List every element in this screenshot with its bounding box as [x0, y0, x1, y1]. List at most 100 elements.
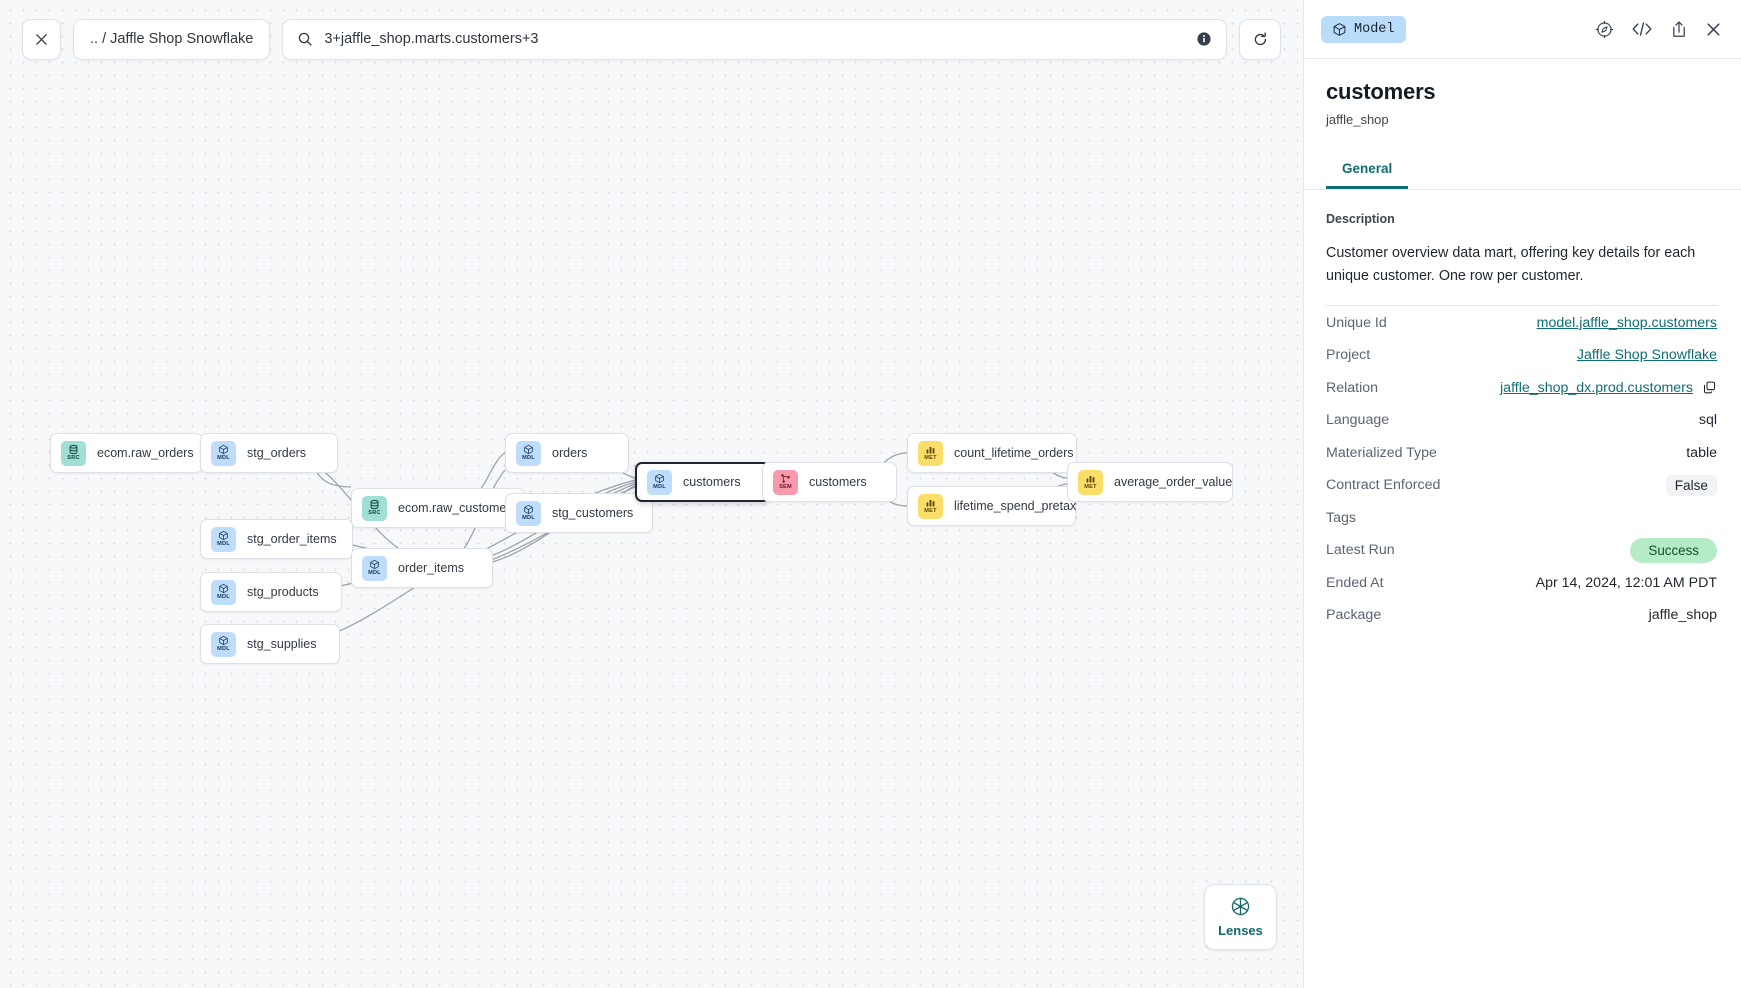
refresh-button[interactable]: [1239, 18, 1281, 60]
graph-node-lifetime_spend_pretax[interactable]: MET lifetime_spend_pretax: [907, 486, 1076, 526]
breadcrumb[interactable]: .. / Jaffle Shop Snowflake: [73, 18, 271, 60]
mdl-badge-icon: MDL: [211, 631, 236, 657]
panel-body: Description Customer overview data mart,…: [1304, 190, 1741, 631]
sem-badge-icon: SEM: [773, 469, 798, 495]
mdl-badge-icon: MDL: [211, 526, 236, 552]
tab-general[interactable]: General: [1326, 153, 1409, 189]
met-badge-icon: MET: [918, 493, 943, 519]
graph-node-stg_order_items[interactable]: MDL stg_order_items: [200, 519, 353, 559]
field-row: Tags: [1326, 501, 1717, 534]
field-value[interactable]: jaffle_shop_dx.prod.customers: [1500, 380, 1717, 396]
page-title: customers: [1326, 79, 1436, 104]
refresh-icon: [1254, 31, 1266, 45]
cube-icon: [1333, 22, 1346, 36]
divider: [1326, 305, 1717, 307]
share-icon[interactable]: [1670, 20, 1688, 39]
close-button[interactable]: [22, 18, 61, 60]
graph-node-label: stg_products: [247, 585, 319, 599]
search-bar[interactable]: [282, 18, 1227, 60]
field-value: jaffle_shop: [1648, 607, 1717, 624]
description-label: Description: [1326, 212, 1395, 226]
close-panel-icon[interactable]: [1705, 21, 1722, 38]
field-value: table: [1686, 444, 1717, 461]
status-badge: False: [1665, 474, 1717, 496]
field-key: Relation: [1326, 379, 1379, 396]
field-key: Materialized Type: [1326, 444, 1437, 461]
lenses-label: Lenses: [1218, 923, 1263, 938]
field-value[interactable]: model.jaffle_shop.customers: [1536, 314, 1717, 331]
mdl-badge-icon: MDL: [516, 500, 541, 526]
graph-node-label: order_items: [398, 561, 464, 575]
graph-node-customers_semantic[interactable]: SEM customers: [762, 462, 897, 502]
copy-icon[interactable]: [1702, 380, 1717, 395]
status-badge: Success: [1630, 537, 1717, 563]
node-type-badge[interactable]: Model: [1321, 15, 1406, 43]
graph-node-label: average_order_value: [1114, 475, 1233, 489]
graph-node-label: lifetime_spend_pretax: [954, 499, 1077, 513]
graph-node-label: customers: [809, 475, 867, 489]
search-input[interactable]: [324, 31, 1185, 47]
search-icon: [299, 32, 313, 46]
graph-node-average_order_value[interactable]: MET average_order_value: [1067, 462, 1233, 502]
breadcrumb-label: .. / Jaffle Shop Snowflake: [90, 31, 254, 47]
info-icon[interactable]: [1196, 31, 1212, 47]
field-row: Ended At Apr 14, 2024, 12:01 AM PDT: [1326, 566, 1717, 599]
node-type-label: Model: [1354, 21, 1395, 37]
field-value[interactable]: Jaffle Shop Snowflake: [1576, 347, 1717, 364]
field-key: Project: [1326, 347, 1371, 364]
field-row: Latest Run Success: [1326, 534, 1717, 567]
field-row: Package jaffle_shop: [1326, 599, 1717, 632]
panel-tabs: General: [1304, 153, 1741, 190]
mdl-badge-icon: MDL: [211, 440, 236, 466]
field-row: Contract Enforced False: [1326, 469, 1717, 502]
aperture-icon: [1231, 897, 1250, 916]
panel-title-block: customers jaffle_shop: [1304, 59, 1741, 127]
graph-node-label: ecom.raw_orders: [97, 446, 194, 460]
graph-node-stg_orders[interactable]: MDL stg_orders: [200, 433, 338, 473]
field-row: Relation jaffle_shop_dx.prod.customers: [1326, 371, 1717, 404]
mdl-badge-icon: MDL: [211, 579, 236, 605]
met-badge-icon: MET: [918, 440, 943, 466]
met-badge-icon: MET: [1078, 469, 1103, 495]
explore-icon[interactable]: [1595, 20, 1614, 39]
field-value: Apr 14, 2024, 12:01 AM PDT: [1535, 574, 1717, 591]
field-key: Ended At: [1326, 574, 1384, 591]
field-key: Package: [1326, 607, 1382, 624]
lenses-button[interactable]: Lenses: [1204, 884, 1277, 950]
field-value: Success: [1630, 537, 1717, 563]
description-text: Customer overview data mart, offering ke…: [1326, 245, 1696, 285]
field-value-text: jaffle_shop_dx.prod.customers: [1500, 379, 1693, 396]
field-key: Language: [1326, 412, 1390, 429]
graph-node-label: stg_order_items: [247, 532, 337, 546]
graph-node-label: customers: [683, 475, 741, 489]
panel-header: Model: [1304, 0, 1741, 59]
tab-general-label: General: [1342, 161, 1393, 176]
code-icon[interactable]: [1631, 20, 1653, 38]
graph-node-label: stg_orders: [247, 446, 307, 460]
graph-node-stg_products[interactable]: MDL stg_products: [200, 572, 342, 612]
field-key: Unique Id: [1326, 314, 1387, 331]
field-row: Project Jaffle Shop Snowflake: [1326, 339, 1717, 372]
field-row: Materialized Type table: [1326, 436, 1717, 469]
mdl-badge-icon: MDL: [647, 469, 672, 495]
graph-node-customers_model[interactable]: MDL customers: [635, 462, 770, 502]
field-row: Unique Id model.jaffle_shop.customers: [1326, 306, 1717, 339]
details-panel: Model: [1303, 0, 1741, 988]
panel-subtitle: jaffle_shop: [1326, 112, 1389, 127]
field-key: Contract Enforced: [1326, 477, 1441, 494]
field-key: Latest Run: [1326, 542, 1395, 559]
canvas-toolbar: .. / Jaffle Shop Snowflake: [0, 0, 1303, 78]
field-key: Tags: [1326, 509, 1356, 526]
mdl-badge-icon: MDL: [516, 440, 541, 466]
